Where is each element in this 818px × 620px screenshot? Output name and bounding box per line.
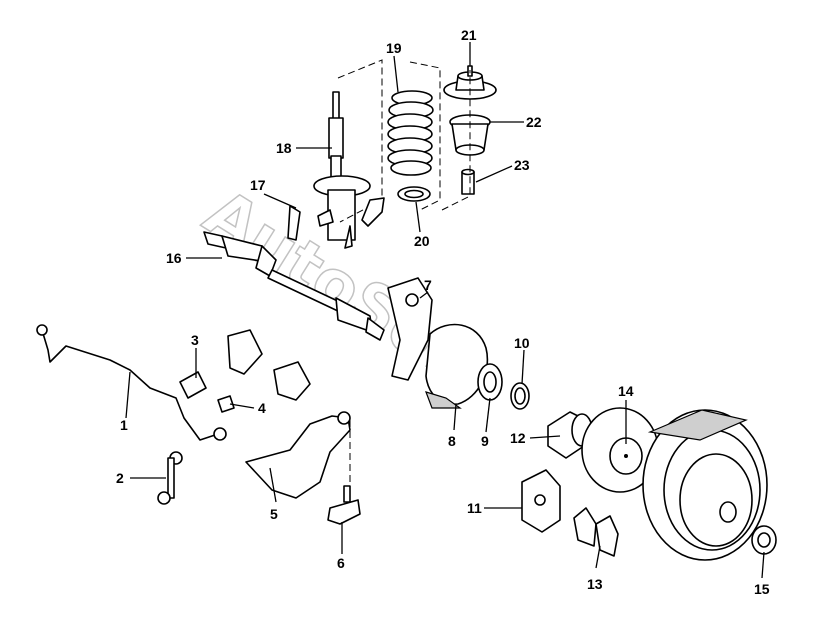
- mount-dashed-guide: [441, 70, 471, 211]
- drive-shaft: [203, 231, 385, 341]
- wheel-rim: [679, 453, 753, 547]
- callout-8: 8: [448, 433, 456, 449]
- callout-20: 20: [414, 233, 430, 249]
- shock-absorber-strut: [313, 91, 371, 249]
- stabilizer-bar: [36, 324, 227, 441]
- callout-19: 19: [386, 40, 402, 56]
- callout-7: 7: [424, 277, 432, 293]
- stabilizer-bushing-bracket: [179, 371, 235, 413]
- callout-21: 21: [461, 27, 477, 43]
- callout-1: 1: [120, 417, 128, 433]
- strut-mount-dashed-outline: [337, 59, 441, 223]
- bump-stop: [461, 168, 475, 195]
- leader-lines: [125, 42, 765, 579]
- spring-seat: [397, 186, 431, 202]
- callout-14: 14: [618, 383, 634, 399]
- callout-2: 2: [116, 470, 124, 486]
- callout-15: 15: [754, 581, 770, 597]
- callout-4: 4: [258, 400, 266, 416]
- callout-18: 18: [276, 140, 292, 156]
- callout-22: 22: [526, 114, 542, 130]
- callout-16: 16: [166, 250, 182, 266]
- callout-11: 11: [467, 500, 482, 516]
- coil-spring: [387, 90, 434, 176]
- callout-12: 12: [510, 430, 526, 446]
- callout-23: 23: [514, 157, 530, 173]
- callout-6: 6: [337, 555, 345, 571]
- brake-disc: [581, 407, 659, 493]
- wheel-bearing: [477, 363, 503, 401]
- callout-13: 13: [587, 576, 603, 592]
- snap-ring: [510, 382, 530, 410]
- callout-9: 9: [481, 433, 489, 449]
- brake-dust-shield: [425, 323, 489, 409]
- lower-control-arm: [245, 411, 351, 499]
- callout-17: 17: [250, 177, 266, 193]
- hub-cap: [751, 525, 777, 555]
- cv-boot: [227, 329, 311, 401]
- callout-3: 3: [191, 332, 199, 348]
- callout-5: 5: [270, 506, 278, 522]
- brake-pads: [573, 507, 619, 557]
- steering-knuckle: [387, 277, 433, 381]
- callout-10: 10: [514, 335, 530, 351]
- brake-caliper: [521, 469, 561, 533]
- ball-joint: [327, 485, 361, 525]
- stabilizer-link: [157, 451, 183, 505]
- strut-bracket: [287, 197, 385, 241]
